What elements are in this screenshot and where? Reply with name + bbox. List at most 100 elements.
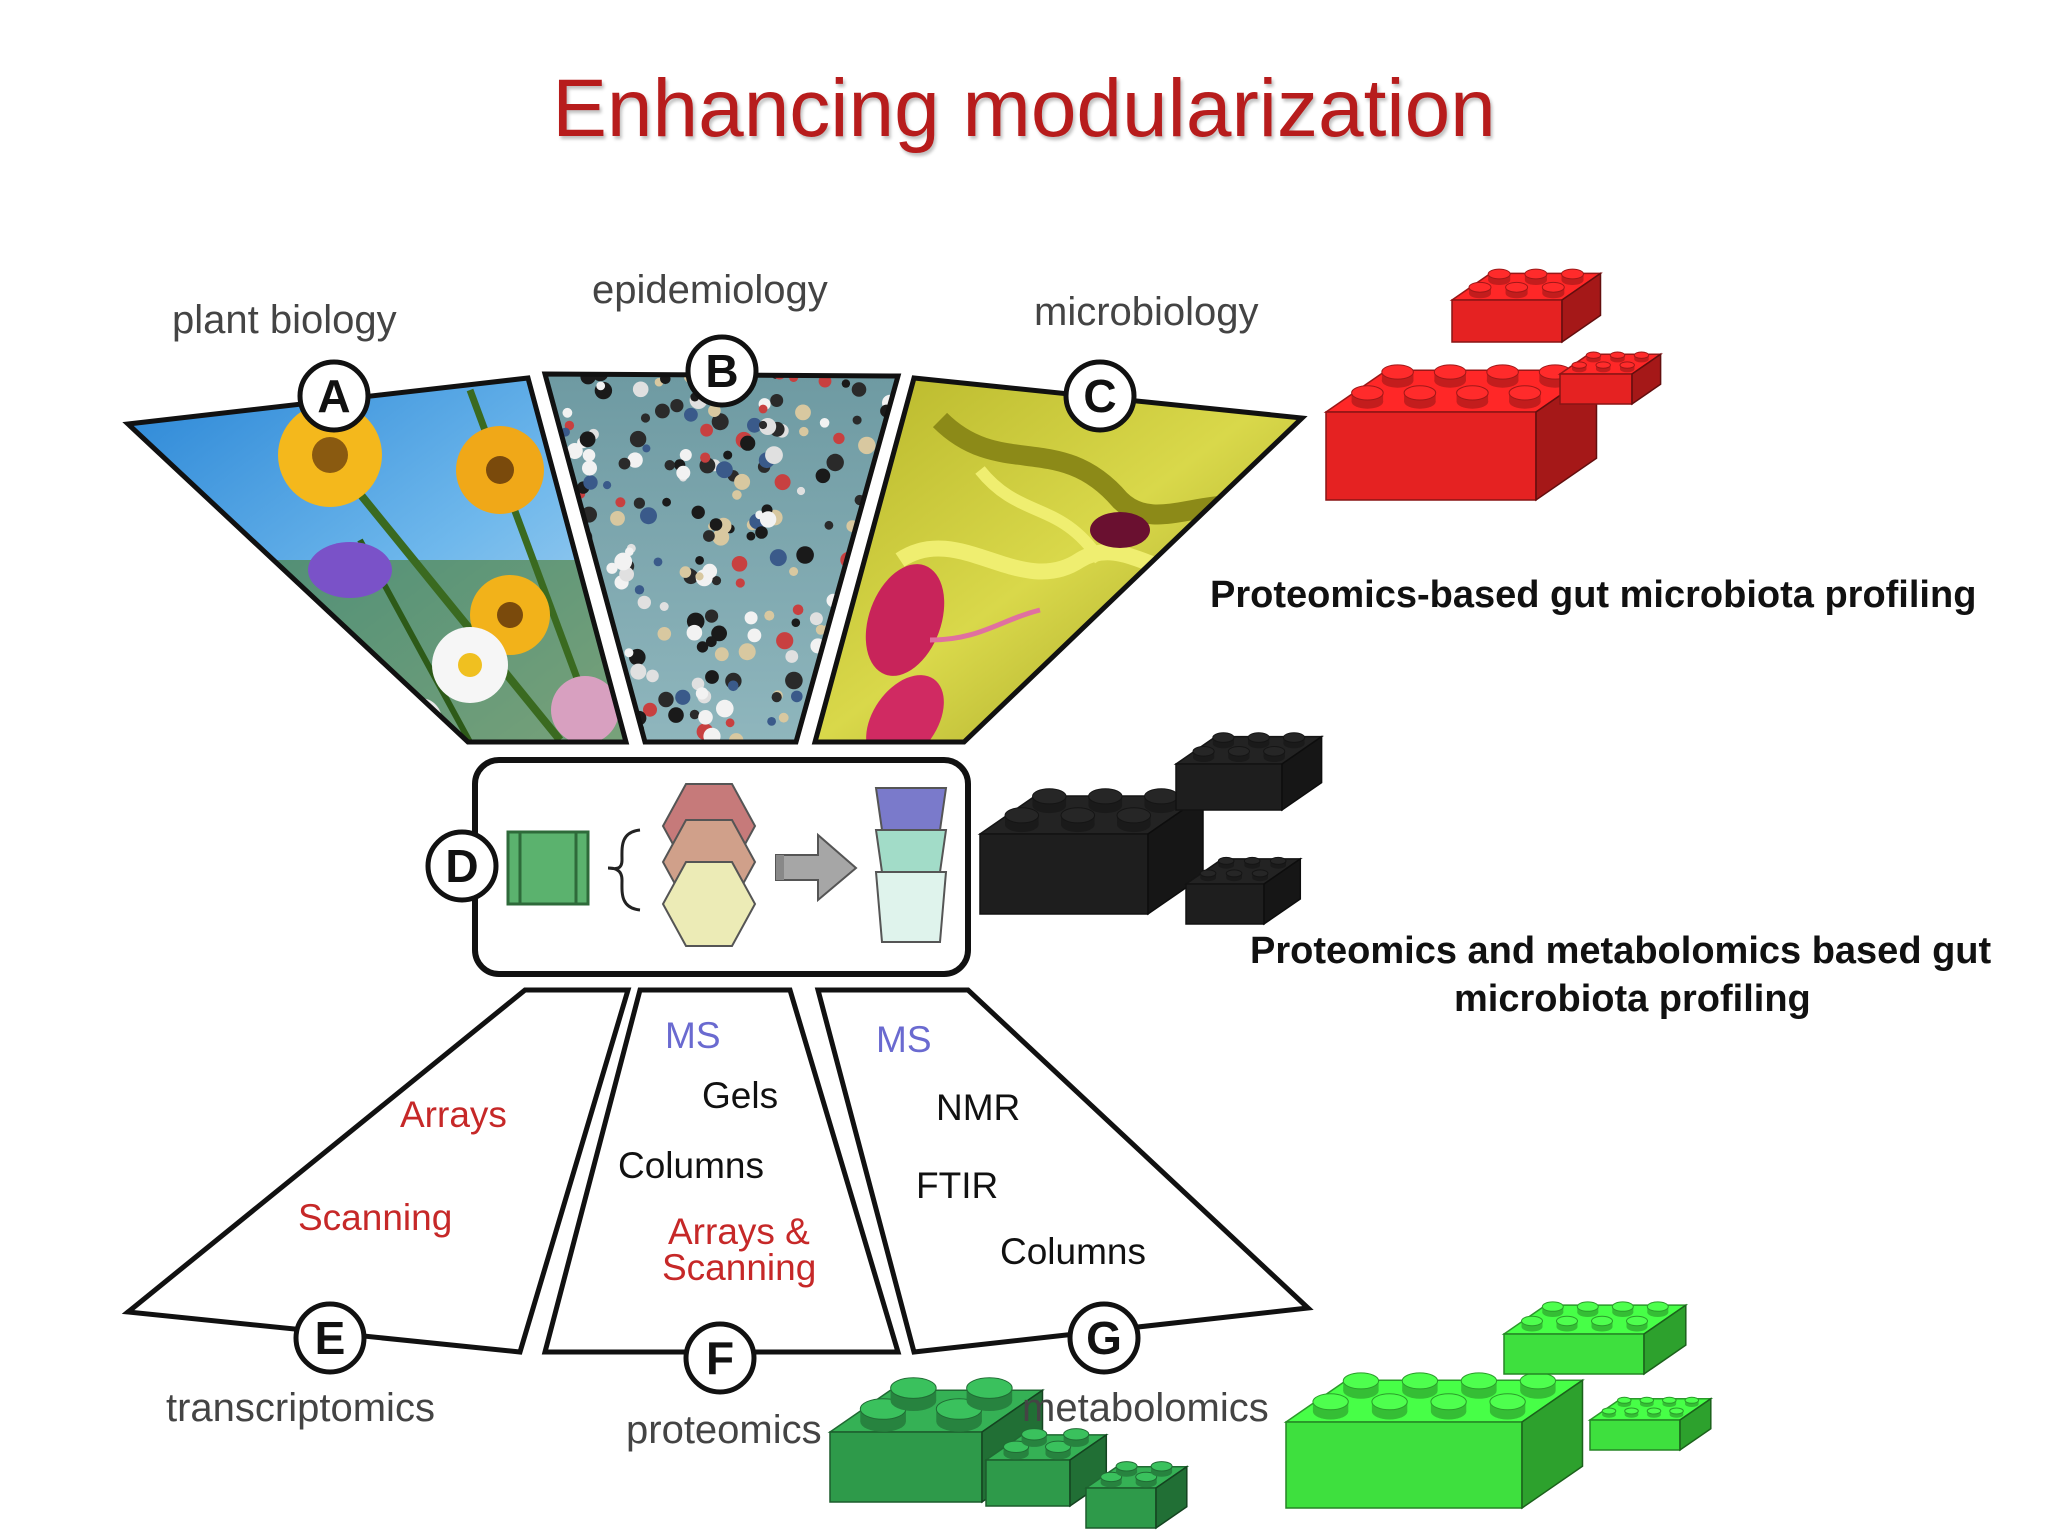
brick-stud-top (1591, 1315, 1613, 1327)
panel-metabolomics (814, 987, 1314, 1355)
marker-a: A (297, 359, 371, 433)
brick-stud-top (1100, 1471, 1123, 1483)
brick-stud-top (1430, 1393, 1467, 1411)
brick-stud-top (1371, 1393, 1408, 1411)
lego-brick-icon (827, 268, 1714, 1530)
tech-arrays: Arrays (400, 1094, 507, 1135)
tech-gels: Gels (702, 1075, 779, 1116)
svg-text:C: C (1083, 370, 1116, 422)
tech-nmr: NMR (936, 1087, 1021, 1128)
brick-stud-top (1032, 788, 1067, 805)
brick-stud-top (1585, 351, 1602, 359)
center-module-box (472, 757, 971, 977)
brick-stud-top (1004, 807, 1040, 824)
light-green-brick-small (1587, 1396, 1714, 1452)
label-transcriptomics: transcriptomics (166, 1386, 435, 1430)
brick-stud-top (1633, 351, 1650, 359)
brick-stud-top (1646, 1301, 1669, 1312)
brick-stud-top (1060, 807, 1096, 824)
brick-front (985, 1459, 1071, 1507)
brick-stud-top (1561, 268, 1584, 280)
tech-columns-metabolomics: Columns (1000, 1231, 1146, 1272)
brick-stud-top (1617, 1396, 1632, 1404)
brick-side (1631, 352, 1662, 406)
marker-g: G (1067, 1301, 1141, 1375)
brick-stud-top (1541, 1301, 1564, 1312)
brick-front (1085, 1487, 1157, 1529)
label-metabolomics: metabolomics (1022, 1386, 1269, 1430)
brick-stud-top (1199, 869, 1217, 878)
red-brick-small (1557, 351, 1664, 406)
caption-black-bricks-line2: microbiota profiling (1454, 978, 1811, 1020)
brick-stud-top (1192, 746, 1215, 757)
light-green-brick-medium (1501, 1301, 1689, 1376)
label-plant-biology: plant biology (172, 298, 397, 342)
red-brick-large (1323, 364, 1599, 502)
brace-icon (607, 828, 641, 912)
brick-stud-top (1508, 385, 1542, 401)
brick-side (1263, 857, 1302, 926)
brick-stud-top (1624, 1407, 1639, 1415)
brick-stud-top (1045, 1440, 1072, 1454)
brick-stud-top (1401, 1372, 1439, 1390)
brick-stud-top (1571, 361, 1587, 369)
black-brick-large (977, 788, 1206, 916)
page-title: Enhancing modularization (552, 63, 1496, 154)
svg-text:G: G (1086, 1312, 1122, 1364)
brick-stud-top (1342, 1372, 1380, 1390)
brick-stud-top (1619, 361, 1635, 369)
label-epidemiology: epidemiology (592, 268, 828, 312)
dark-green-brick-small (1083, 1461, 1190, 1530)
tech-scanning: Scanning (298, 1197, 453, 1238)
brick-stud-top (1486, 364, 1519, 380)
brick-stud-top (1489, 1393, 1526, 1411)
brick-stud-top (1135, 1471, 1158, 1483)
brick-stud-top (1456, 385, 1489, 401)
brick-stud-top (1521, 1315, 1543, 1327)
brick-front (1175, 763, 1283, 811)
panel-proteomics (541, 987, 902, 1355)
brick-stud-top (1601, 1407, 1617, 1415)
brick-stud-top (1609, 351, 1626, 359)
brick-stud-top (1662, 1396, 1677, 1404)
brick-stud-top (1282, 732, 1306, 743)
brick-stud-top (1003, 1440, 1030, 1454)
brick-side (1643, 1303, 1687, 1376)
brick-stud-top (1381, 364, 1414, 380)
black-brick-medium (1173, 732, 1325, 812)
brick-stud-top (1626, 1315, 1648, 1327)
svg-text:A: A (317, 370, 350, 422)
brick-stud-top (1312, 1393, 1349, 1411)
brick-stud-top (1351, 385, 1384, 401)
brick-stud-top (1433, 364, 1467, 380)
marker-c: C (1063, 359, 1137, 433)
label-microbiology: microbiology (1034, 290, 1259, 334)
brick-front (1559, 373, 1633, 405)
tech-ms-metabolomics: MS (876, 1019, 932, 1060)
brick-stud-top (1217, 856, 1235, 865)
caption-red-bricks: Proteomics-based gut microbiota profilin… (1210, 574, 1977, 616)
svg-text:D: D (445, 840, 478, 892)
brick-front (1185, 883, 1265, 925)
brick-stud-top (1247, 732, 1270, 743)
brick-stud-top (966, 1377, 1013, 1399)
marker-d: D (425, 829, 499, 903)
dark-green-brick-medium (983, 1428, 1109, 1508)
brick-stud-top (1116, 807, 1152, 824)
brick-stud-top (1269, 856, 1287, 865)
brick-stud-top (890, 1377, 937, 1399)
red-brick-medium (1449, 268, 1603, 344)
brick-stud-top (1468, 281, 1492, 293)
brick-front (829, 1431, 983, 1503)
brick-stud-top (1524, 268, 1548, 280)
marker-b: B (685, 334, 759, 408)
tech-arrays-and: Arrays & (668, 1211, 810, 1252)
brick-stud-top (1150, 1461, 1173, 1472)
brick-stud-top (1541, 281, 1565, 293)
brick-stud-top (1556, 1315, 1578, 1327)
brick-side (1679, 1397, 1712, 1452)
black-brick-small (1183, 856, 1303, 926)
brick-stud-top (1243, 856, 1261, 865)
brick-side (1281, 735, 1323, 812)
